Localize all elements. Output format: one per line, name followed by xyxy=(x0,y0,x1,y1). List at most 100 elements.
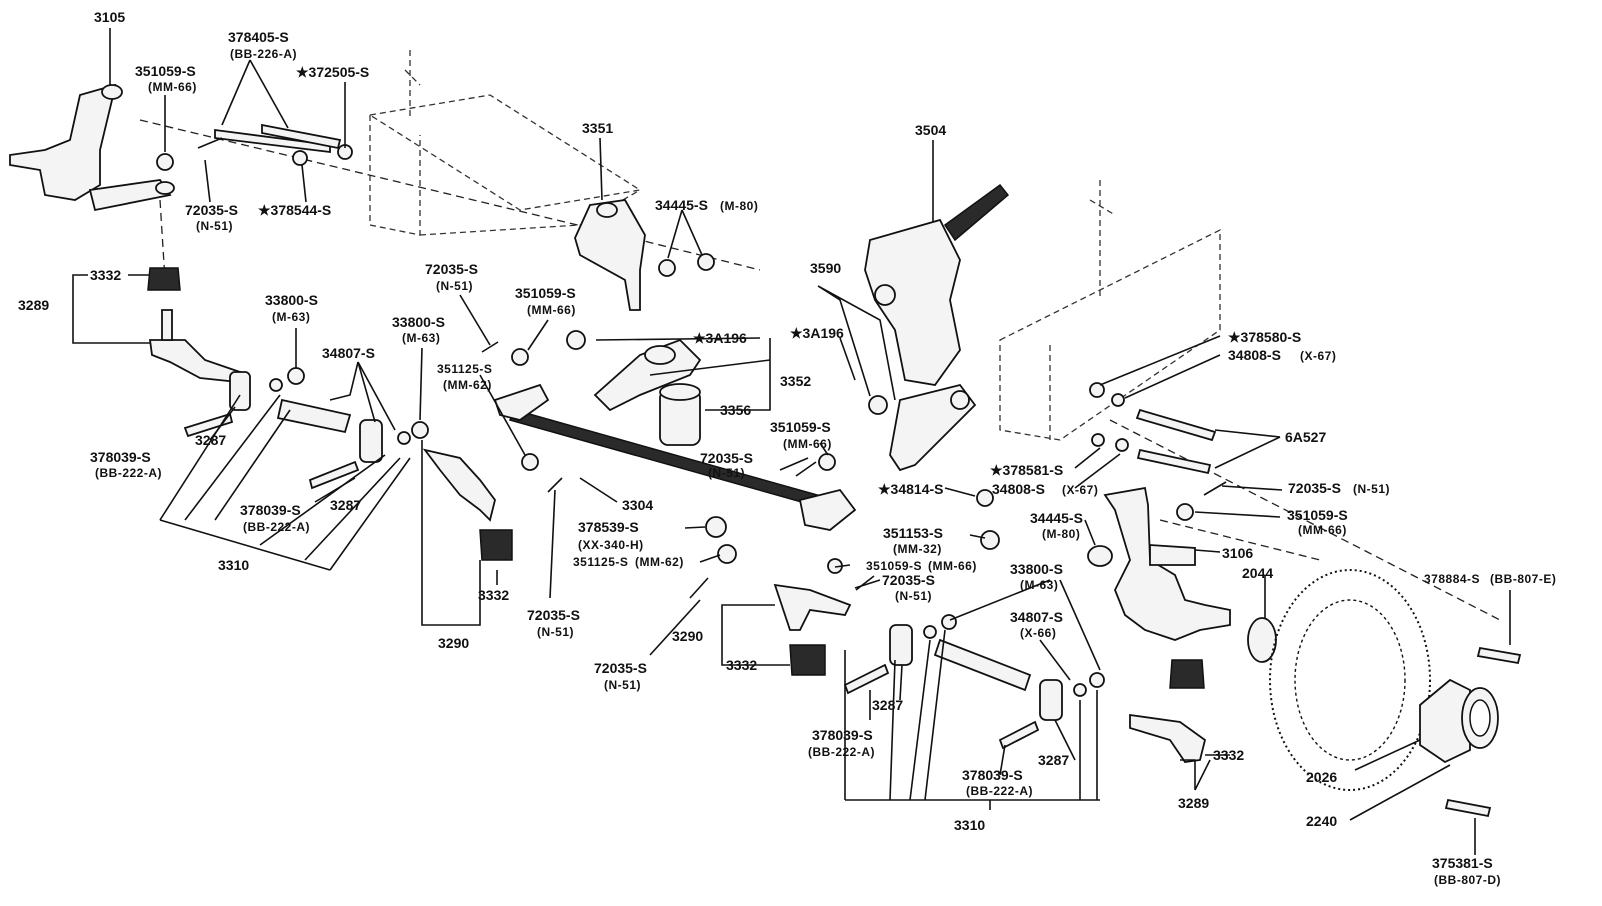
label-72035-s-e: 72035-S xyxy=(882,572,935,588)
label-3352: 3352 xyxy=(780,373,811,389)
label-378580-s: ★378580-S xyxy=(1228,329,1301,345)
label-378539-s-code: (XX-340-H) xyxy=(578,538,644,552)
label-351153-s-code: (MM-32) xyxy=(893,542,942,556)
label-3290-right: 3290 xyxy=(672,628,703,644)
leader-lines xyxy=(72,28,1511,855)
label-72035-s-b: 72035-S xyxy=(425,261,478,277)
centerlines xyxy=(139,119,1501,621)
label-2044: 2044 xyxy=(1242,565,1273,581)
label-3287-a: 3287 xyxy=(195,432,226,448)
label-351125-s-a: 351125-S xyxy=(437,362,492,376)
label-378039-s-a: 378039-S xyxy=(90,449,151,465)
label-351059-s-e-code: (MM-66) xyxy=(928,559,977,573)
label-3105: 3105 xyxy=(94,9,125,25)
label-34807-s-a: 34807-S xyxy=(322,345,375,361)
label-72035-s-top-code: (N-51) xyxy=(196,219,233,233)
part-labels: 3105 378405-S (BB-226-A) 351059-S (MM-66… xyxy=(18,9,1556,887)
label-378405-s: 378405-S xyxy=(228,29,289,45)
label-33800-s-c-code: (M-63) xyxy=(1020,578,1058,592)
nuts-and-washers xyxy=(156,144,1194,697)
label-34445-s-top-code: (M-80) xyxy=(720,199,758,213)
clamp-left xyxy=(229,371,383,463)
pitman-arm-3590 xyxy=(889,383,977,472)
label-72035-s-e-code: (N-51) xyxy=(895,589,932,603)
label-72035-s-c-code: (N-51) xyxy=(708,466,745,480)
label-3310-right: 3310 xyxy=(954,817,985,833)
label-72035-s-f: 72035-S xyxy=(527,607,580,623)
label-3287-c: 3287 xyxy=(872,697,903,713)
label-351059-s-d-code: (MM-66) xyxy=(1298,523,1347,537)
label-34808-s-a: 34808-S xyxy=(1228,347,1281,363)
dust-seal-3332-lower-left xyxy=(479,529,513,561)
label-3351: 3351 xyxy=(582,120,613,136)
gasket-2026 xyxy=(1419,678,1471,764)
spindle-arm-3106 xyxy=(1103,486,1231,641)
label-378039-s-d-code: (BB-222-A) xyxy=(966,784,1033,798)
label-3332-top-left: 3332 xyxy=(90,267,121,283)
spindle-arm-3105 xyxy=(9,83,175,212)
label-375381-s-code: (BB-807-D) xyxy=(1434,873,1501,887)
label-3106: 3106 xyxy=(1222,545,1253,561)
label-3310-left: 3310 xyxy=(218,557,249,573)
clamp-right xyxy=(889,624,1063,721)
label-3356: 3356 xyxy=(720,402,751,418)
label-3332-right: 3332 xyxy=(1213,747,1244,763)
dust-seal-3332-top-left xyxy=(147,267,181,291)
brake-backing-plate xyxy=(1269,569,1431,791)
label-34807-s-b: 34807-S xyxy=(1010,609,1063,625)
bolts xyxy=(183,123,1522,818)
idler-arm-3351 xyxy=(574,199,646,311)
label-3290-left: 3290 xyxy=(438,635,469,651)
retainer-2240 xyxy=(1461,687,1499,749)
label-34445-s-top: 34445-S xyxy=(655,197,708,213)
label-34808-s-a-code: (X-67) xyxy=(1300,349,1336,363)
label-351059-s-e: 351059-S xyxy=(866,559,922,573)
frame-rail-right xyxy=(999,180,1221,441)
label-351125-s-b-code: (MM-62) xyxy=(635,555,684,569)
label-378405-s-code: (BB-226-A) xyxy=(230,47,297,61)
label-3a196-b: ★3A196 xyxy=(790,325,844,341)
label-3332-right-center: 3332 xyxy=(726,657,757,673)
label-378039-s-c: 378039-S xyxy=(812,727,873,743)
label-351059-s-d: 351059-S xyxy=(1287,507,1348,523)
label-351059-s-c: 351059-S xyxy=(770,419,831,435)
label-3287-d: 3287 xyxy=(1038,752,1069,768)
steering-gear-3504 xyxy=(864,183,1010,386)
label-72035-s-top: 72035-S xyxy=(185,202,238,218)
label-34445-s-b: 34445-S xyxy=(1030,510,1083,526)
label-33800-s-b-code: (M-63) xyxy=(402,331,440,345)
label-72035-s-g-code: (N-51) xyxy=(604,678,641,692)
bushing-3356 xyxy=(659,383,701,446)
label-3590: 3590 xyxy=(810,260,841,276)
tie-rod-end-right-outer xyxy=(1129,659,1207,763)
label-72035-s-g: 72035-S xyxy=(594,660,647,676)
label-3a196-a: ★3A196 xyxy=(693,330,747,346)
label-351059-s-top-code: (MM-66) xyxy=(148,80,197,94)
label-2026: 2026 xyxy=(1306,769,1337,785)
dust-seal-3332-right-center xyxy=(789,644,826,676)
sleeve-right xyxy=(933,638,1032,692)
tie-rod-end-left-inner xyxy=(422,448,496,522)
center-link-3304 xyxy=(493,383,857,531)
label-34814-s: ★34814-S xyxy=(878,481,943,497)
label-378039-s-b-code: (BB-222-A) xyxy=(243,520,310,534)
label-378039-s-b: 378039-S xyxy=(240,502,301,518)
label-378884-s-code: (BB-807-E) xyxy=(1490,572,1556,586)
label-375381-s: 375381-S xyxy=(1432,855,1493,871)
label-378039-s-d: 378039-S xyxy=(962,767,1023,783)
cotter-pins xyxy=(197,137,1227,599)
label-33800-s-c: 33800-S xyxy=(1010,561,1063,577)
label-351059-s-c-code: (MM-66) xyxy=(783,437,832,451)
label-34808-s-b: 34808-S xyxy=(992,481,1045,497)
label-72035-s-c: 72035-S xyxy=(700,450,753,466)
label-72035-s-f-code: (N-51) xyxy=(537,625,574,639)
label-3289-right: 3289 xyxy=(1178,795,1209,811)
label-3287-b: 3287 xyxy=(330,497,361,513)
label-378539-s: 378539-S xyxy=(578,519,639,535)
label-351125-s-b: 351125-S xyxy=(573,555,628,569)
label-378039-s-c-code: (BB-222-A) xyxy=(808,745,875,759)
label-6a527: 6A527 xyxy=(1285,429,1326,445)
tie-rod-end-left-outer xyxy=(148,309,242,383)
label-3289-left: 3289 xyxy=(18,297,49,313)
label-34445-s-b-code: (M-80) xyxy=(1042,527,1080,541)
